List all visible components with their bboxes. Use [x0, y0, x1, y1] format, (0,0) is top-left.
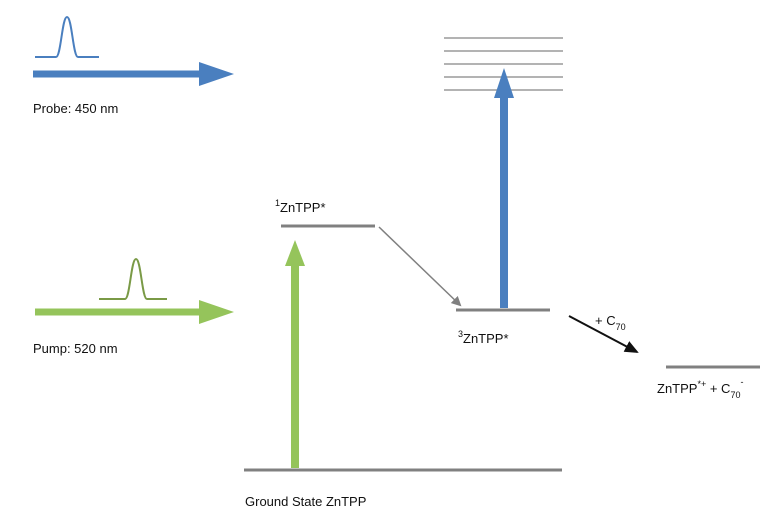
probe-absorption-arrowhead — [494, 68, 514, 98]
intersystem-crossing-arrow — [378, 226, 462, 307]
pump-beam-arrowhead — [199, 300, 234, 324]
probe-label: Probe: 450 nm — [33, 101, 118, 116]
electron-transfer-arrow — [568, 315, 639, 353]
product-state-label: ZnTPP*+ + C70- — [657, 377, 743, 400]
probe-pulse-icon — [35, 15, 99, 58]
ground-state-label: Ground State ZnTPP — [245, 494, 366, 509]
higher-triplet-manifold — [444, 37, 563, 91]
triplet-state-label: 3ZnTPP* — [458, 329, 509, 346]
electron-transfer-label: + C70 — [595, 313, 626, 332]
pump-pulse-icon — [99, 257, 167, 300]
probe-beam-arrowhead — [199, 62, 234, 86]
excitation-arrowhead — [285, 240, 305, 266]
pump-label: Pump: 520 nm — [33, 341, 118, 356]
singlet-state-label: 1ZnTPP* — [275, 198, 326, 215]
